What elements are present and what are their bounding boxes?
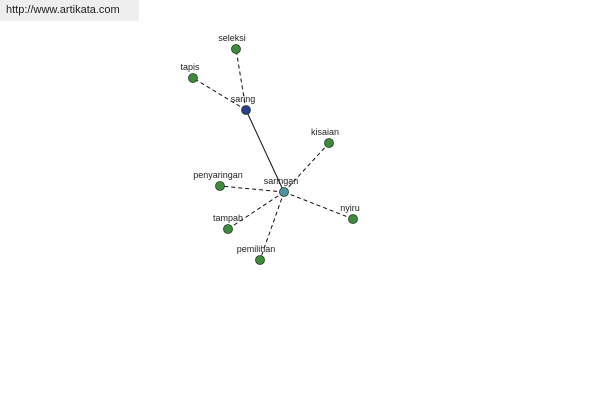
node-pemilihan[interactable]: [255, 255, 265, 265]
node-label-saring[interactable]: saring: [231, 94, 256, 104]
node-penyaringan[interactable]: [215, 181, 225, 191]
node-label-nyiru[interactable]: nyiru: [340, 203, 360, 213]
node-nyiru[interactable]: [348, 214, 358, 224]
node-tapis[interactable]: [188, 73, 198, 83]
edge-saringan-tampah: [227, 191, 285, 230]
edge-saringan-pemilihan: [259, 191, 285, 261]
node-label-saringan[interactable]: saringan: [264, 176, 299, 186]
node-kisaian[interactable]: [324, 138, 334, 148]
node-label-tapis[interactable]: tapis: [180, 62, 200, 72]
node-seleksi[interactable]: [231, 44, 241, 54]
edge-saring-saringan: [245, 109, 285, 193]
node-label-tampah[interactable]: tampah: [213, 213, 243, 223]
edge-saring-tapis: [192, 77, 247, 111]
node-label-penyaringan[interactable]: penyaringan: [193, 170, 243, 180]
node-tampah[interactable]: [223, 224, 233, 234]
node-label-seleksi[interactable]: seleksi: [218, 33, 246, 43]
graph-labels: seleksi tapis saring kisaian penyaringan sari…: [180, 33, 359, 254]
edge-saring-seleksi: [235, 48, 247, 111]
node-saringan[interactable]: [279, 187, 289, 197]
node-label-pemilihan[interactable]: pemilihan: [237, 244, 276, 254]
url-watermark[interactable]: http://www.artikata.com: [0, 0, 139, 21]
edge-saringan-nyiru: [283, 191, 354, 220]
node-saring[interactable]: [241, 105, 251, 115]
node-label-kisaian[interactable]: kisaian: [311, 127, 339, 137]
graph-edges: [192, 48, 354, 261]
edge-saringan-penyaringan: [219, 185, 285, 193]
graph-nodes: [188, 44, 358, 265]
